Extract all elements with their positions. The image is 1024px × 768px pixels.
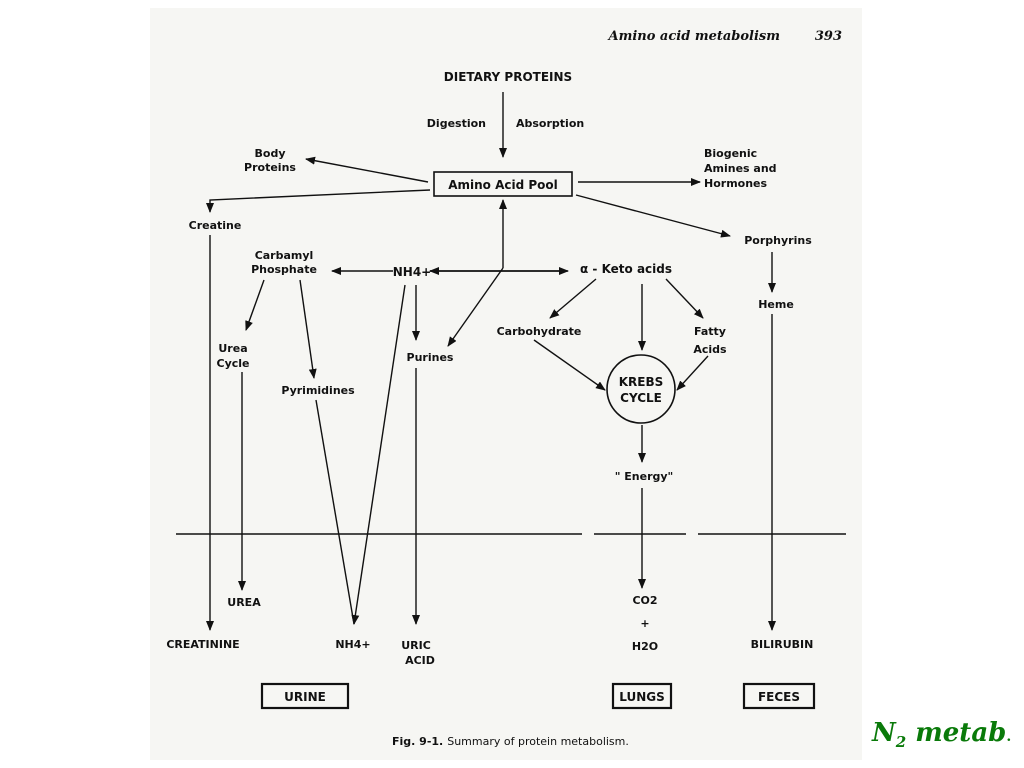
label-urea-cycle-1: Urea	[218, 342, 247, 355]
label-plus: +	[640, 617, 649, 630]
slide-label-subscript: 2	[895, 733, 907, 752]
label-creatine: Creatine	[189, 219, 242, 232]
caption-text: Summary of protein metabolism.	[447, 735, 629, 748]
label-nh4-bottom: NH4+	[335, 638, 370, 651]
label-urea-cycle-2: Cycle	[217, 357, 250, 370]
label-porphyrins: Porphyrins	[744, 234, 812, 247]
label-feces: FECES	[758, 690, 800, 704]
feces-box	[742, 682, 816, 710]
label-krebs-1: KREBS	[619, 375, 664, 389]
label-lungs: LUNGS	[619, 690, 665, 704]
label-co2: CO2	[632, 594, 657, 607]
label-nh4: NH4+	[393, 265, 432, 279]
label-creatinine: CREATININE	[166, 638, 239, 651]
slide-label-n: N	[872, 718, 896, 748]
label-bilirubin: BILIRUBIN	[751, 638, 814, 651]
label-biogenic-2: Amines and	[704, 162, 777, 175]
label-uric-1: URIC	[401, 639, 431, 652]
urine-box	[260, 682, 350, 710]
label-amino-acid-pool: Amino Acid Pool	[448, 178, 558, 192]
label-body-proteins-2: Proteins	[244, 161, 296, 174]
label-carbamyl-1: Carbamyl	[255, 249, 314, 262]
label-pyrimidines: Pyrimidines	[281, 384, 355, 397]
label-biogenic-1: Biogenic	[704, 147, 757, 160]
figure-caption: Fig. 9-1. Summary of protein metabolism.	[392, 735, 629, 748]
label-body-proteins-1: Body	[255, 147, 286, 160]
label-krebs-2: CYCLE	[620, 391, 662, 405]
header-page-number: 393	[815, 29, 842, 44]
label-carbohydrate: Carbohydrate	[497, 325, 582, 338]
label-purines: Purines	[407, 351, 454, 364]
label-h2o: H2O	[632, 640, 658, 653]
slide-label: N2 metab.	[872, 718, 1011, 751]
caption-fig-number: Fig. 9-1.	[392, 735, 443, 748]
label-energy: " Energy"	[615, 470, 674, 483]
label-digestion: Digestion	[427, 117, 486, 130]
lungs-box	[611, 682, 673, 710]
amino-acid-pool-box	[433, 171, 573, 197]
header-title: Amino acid metabolism	[607, 29, 781, 44]
krebs-cycle-circle	[606, 354, 676, 424]
label-dietary-proteins: DIETARY PROTEINS	[444, 70, 572, 84]
scanned-page	[150, 8, 862, 760]
pathway-arrows	[206, 92, 776, 631]
label-absorption: Absorption	[516, 117, 584, 130]
label-fatty-1: Fatty	[694, 325, 726, 338]
label-uric-2: ACID	[405, 654, 435, 667]
label-fatty-2: Acids	[693, 343, 727, 356]
label-urine: URINE	[284, 690, 326, 704]
label-urea: UREA	[227, 596, 261, 609]
slide-label-text: metab	[906, 718, 1007, 748]
label-heme: Heme	[758, 298, 794, 311]
label-keto-acids: α - Keto acids	[580, 262, 672, 276]
label-biogenic-3: Hormones	[704, 177, 767, 190]
label-carbamyl-2: Phosphate	[251, 263, 317, 276]
slide-label-dot: .	[1006, 729, 1012, 745]
